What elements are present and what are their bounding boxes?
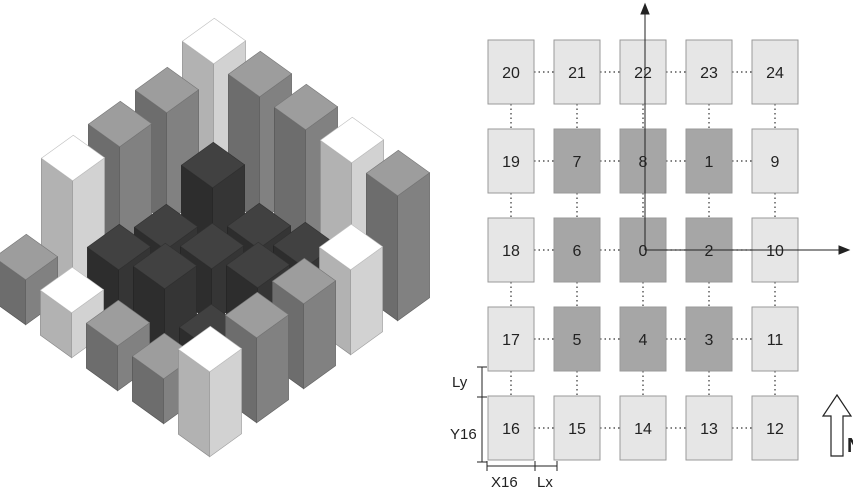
grid-cell-box [487,217,535,283]
grid-cell-box [751,128,799,194]
grid-cell-22: 22 [619,39,667,105]
grid-cell-label: 12 [766,421,784,438]
north-arrow-icon [821,393,853,457]
grid-cell-label: 19 [502,154,520,171]
grid-cell-box [619,306,667,372]
y-axis-arrowhead [640,2,650,15]
building-block [177,325,243,458]
grid-cell-17: 17 [487,306,535,372]
grid-cell-11: 11 [751,306,799,372]
grid-cell-label: 10 [766,243,784,260]
grid-cell-label: 3 [705,332,714,349]
grid-cell-box [553,395,601,461]
grid-cell-box [619,395,667,461]
building-block [132,242,198,358]
grid-cell-3: 3 [685,306,733,372]
grid-cell-12: 12 [751,395,799,461]
grid-cell-20: 20 [487,39,535,105]
grid-cell-box [553,128,601,194]
grid-cell-label: 16 [502,421,520,438]
grid-cell-label: 2 [705,243,714,260]
grid-cell-box [751,395,799,461]
grid-cell-label: 0 [639,243,648,260]
grid-cell-label: 14 [634,421,652,438]
grid-cell-label: 18 [502,243,520,260]
grid-cell-box [487,39,535,105]
grid-cell-8: 8 [619,128,667,194]
grid-cell-box [751,306,799,372]
grid-cell-13: 13 [685,395,733,461]
coordinate-axes [640,2,851,255]
grid-cell-label: 1 [705,154,714,171]
grid-cell-23: 23 [685,39,733,105]
grid-cell-box [619,39,667,105]
x-axis-arrowhead [838,245,851,255]
grid-cell-label: 21 [568,65,586,82]
building-blocks-3d-view [0,17,431,458]
grid-cell-label: 7 [573,154,582,171]
grid-cell-label: 11 [767,332,784,349]
y16-label: Y16 [450,426,477,443]
grid-cell-5: 5 [553,306,601,372]
grid-cell-box [487,128,535,194]
grid-cell-box [487,395,535,461]
grid-cell-box [487,306,535,372]
grid-cell-box [685,39,733,105]
grid-cell-box [685,395,733,461]
grid-cell-24: 24 [751,39,799,105]
grid-cell-9: 9 [751,128,799,194]
grid-cell-7: 7 [553,128,601,194]
grid-cell-1: 1 [685,128,733,194]
grid-cell-label: 20 [502,65,520,82]
grid-cell-6: 6 [553,217,601,283]
grid-cell-label: 4 [639,332,648,349]
grid-cell-4: 4 [619,306,667,372]
grid-cell-box [553,306,601,372]
grid-cell-19: 19 [487,128,535,194]
grid-cell-label: 13 [700,421,718,438]
grid-cell-label: 5 [573,332,582,349]
grid-cell-label: 6 [573,243,582,260]
blocks-group [0,17,431,458]
ly-label: Ly [452,374,468,391]
grid-cell-21: 21 [553,39,601,105]
grid-cell-box [685,306,733,372]
grid-cell-label: 23 [700,65,718,82]
north-label: N [847,435,853,457]
grid-cell-label: 17 [502,332,520,349]
lx-label: Lx [537,474,553,489]
grid-cell-label: 9 [771,154,780,171]
grid-cell-14: 14 [619,395,667,461]
grid-cell-label: 24 [766,65,784,82]
grid-cell-16: 16 [487,395,535,461]
grid-cell-18: 18 [487,217,535,283]
grid-cell-box [553,39,601,105]
grid-cell-box [619,128,667,194]
grid-cell-box [685,128,733,194]
x16-label: X16 [491,474,518,489]
grid-cell-label: 22 [634,65,652,82]
grid-cell-box [553,217,601,283]
grid-cell-box [751,39,799,105]
dimension-marks [477,366,558,471]
grid-cell-label: 8 [639,154,648,171]
grid-cell-15: 15 [553,395,601,461]
grid-cell-label: 15 [568,421,586,438]
